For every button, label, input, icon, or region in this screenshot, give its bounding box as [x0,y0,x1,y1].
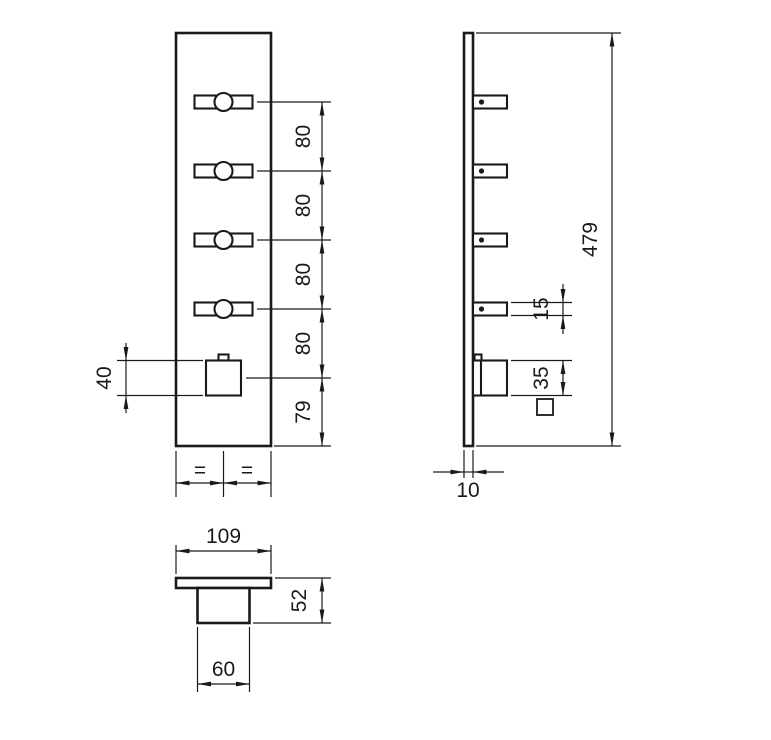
handle-profile [471,163,509,179]
equal-mark-right: = [241,459,253,482]
bottom-width-dim: 109 [175,525,272,574]
dim-label-109: 109 [206,525,241,548]
bottom-knob-width-dim: 60 [196,627,251,692]
handle-profile [471,232,509,248]
equal-mark-left: = [194,459,206,482]
knob-profile [471,359,509,397]
front-handle-4 [193,298,254,320]
dim-label-52: 52 [288,589,311,612]
bottom-view [174,576,273,625]
front-knob-height-dim: 40 [93,343,203,413]
front-knob [204,353,243,397]
bottom-plate [174,576,273,590]
dim-label-80-2: 80 [292,194,315,217]
front-handle-1 [193,91,254,113]
bottom-depth-dim: 52 [253,577,331,624]
handle-screw-dot [478,168,485,174]
dim-label-10: 10 [456,479,479,502]
side-knob-size-dim: 35 [511,359,572,416]
dim-label-79: 79 [292,400,315,423]
front-handle-2 [193,160,254,182]
front-view [174,31,273,448]
handle-hub [213,229,234,251]
side-thickness-dim: 10 [433,450,504,502]
knob-body [204,359,243,397]
dim-label-80-1: 80 [292,125,315,148]
side-view [462,31,509,448]
handle-screw-dot [478,306,485,312]
dim-label-40: 40 [93,366,116,389]
dim-label-479: 479 [579,222,602,257]
handle-hub [213,160,234,182]
dim-label-80-3: 80 [292,263,315,286]
handle-hub [213,91,234,113]
front-centering-dim: = = [175,451,272,497]
dim-label-15: 15 [530,297,553,320]
handle-screw-dot [478,99,485,105]
handle-profile [471,94,509,110]
dim-label-60: 60 [212,658,235,681]
side-handle-4 [471,301,509,317]
bottom-knob [196,586,251,625]
handle-screw-dot [478,237,485,243]
side-handle-2 [471,163,509,179]
side-handle-3 [471,232,509,248]
side-handle-thickness-dim: 15 [511,284,572,334]
dim-label-80-4: 80 [292,332,315,355]
side-knob [471,353,509,397]
side-plate [462,31,475,448]
square-section-symbol [536,398,554,416]
side-height-dim: 479 [476,32,621,447]
side-handle-1 [471,94,509,110]
front-handle-3 [193,229,254,251]
dim-label-35: 35 [530,366,553,389]
handle-hub [213,298,234,320]
front-dim-chain: 80 80 80 80 79 [246,101,331,447]
handle-profile [471,301,509,317]
